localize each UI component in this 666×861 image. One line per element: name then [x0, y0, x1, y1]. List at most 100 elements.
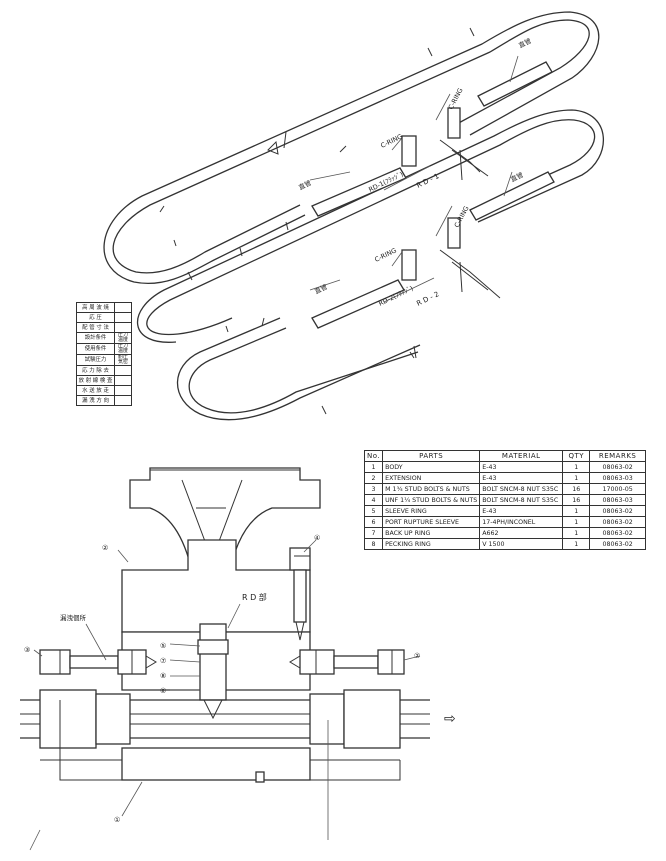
callout-5: ⑤: [160, 642, 166, 650]
legend-sub: [114, 302, 132, 313]
cell-remarks: 17000-05: [589, 483, 646, 495]
cell-no: 8: [363, 538, 384, 550]
cell-remarks: 08063-03: [589, 494, 646, 506]
legend-label: 応 力 除 去: [76, 365, 115, 376]
legend-row: 放 射 線 検 査: [76, 375, 132, 386]
callout-4: ④: [314, 534, 320, 542]
legend-sub-item: 圧力: [117, 343, 128, 349]
rd1-flange: [401, 107, 489, 181]
cell-material: A662: [479, 527, 564, 539]
cell-no: 6: [363, 516, 384, 528]
callout-8: ⑧: [160, 672, 166, 680]
label-c-ring-3: C-RING: [453, 205, 471, 229]
cell-qty: 1: [562, 516, 591, 528]
cell-material: BOLT SNCM-8 NUT S35C: [479, 483, 564, 495]
cell-qty: 16: [562, 483, 591, 495]
legend-sub-item: 気密: [117, 359, 128, 365]
legend-sub-item: 温度: [117, 348, 128, 354]
cell-material: BOLT SNCM-8 NUT S35C: [479, 494, 564, 506]
label-c-ring-4: C-RING: [373, 246, 397, 263]
cell-qty: 1: [562, 527, 591, 539]
label-straight-pipe-3: 直管: [509, 170, 525, 184]
label-straight-pipe-4: 直管: [313, 282, 329, 296]
legend-label: 試験圧力: [76, 354, 115, 366]
pipe-loop-outer-inner: [103, 11, 600, 285]
cell-part: BODY: [382, 461, 481, 473]
legend-label: 漏 洩 方 向: [76, 395, 115, 406]
cell-part: UNF 1¼ STUD BOLTS & NUTS: [382, 494, 481, 506]
cell-remarks: 08063-02: [589, 527, 646, 539]
cell-no: 2: [363, 472, 384, 484]
straight-pipe-block-2: [311, 171, 555, 329]
stud-bolt-right: [289, 649, 405, 675]
cell-remarks: 08063-03: [589, 472, 646, 484]
legend-row: 応 圧: [76, 312, 132, 323]
straight-pipe-block-1: [311, 61, 553, 217]
label-c-ring-2: C-RING: [379, 132, 403, 149]
cell-qty: 1: [562, 538, 591, 550]
cell-material: 17-4PH/INCONEL: [479, 516, 564, 528]
col-header-parts: PARTS: [382, 450, 481, 462]
cell-material: V 1500: [479, 538, 564, 550]
legend-sub: 圧力温度: [114, 343, 132, 355]
legend-row: 試験圧力耐圧気密: [76, 354, 132, 366]
cell-no: 3: [363, 483, 384, 495]
callout-7: ⑦: [160, 657, 166, 665]
legend-label: 設計条件: [76, 332, 115, 344]
sectional-view: R D 部 漏洩個所 ⇨ ① ② ③ ④ ⑤ ⑥ ⑦ ⑧ ②: [20, 467, 456, 851]
legend-row: 使用条件圧力温度: [76, 343, 132, 355]
cell-material: E-43: [479, 461, 564, 473]
legend-row: 水 送 放 走: [76, 385, 132, 396]
body-block: [121, 539, 311, 633]
cell-part: BACK UP RING: [382, 527, 481, 539]
legend-label: 配 管 寸 法: [76, 322, 115, 333]
stud-bolt-left: [39, 649, 157, 675]
col-header-remarks: REMARKS: [589, 450, 646, 462]
legend-label: 水 送 放 走: [76, 385, 115, 396]
label-straight-pipe-1: 直管: [517, 36, 533, 50]
callout-1: ①: [114, 816, 120, 824]
legend-sub: [114, 395, 132, 406]
legend-label: 高 周 波 焼: [76, 302, 115, 313]
stud-bolt-vertical: [289, 547, 311, 641]
legend-sub-item: 温度: [117, 337, 128, 343]
pipe-loop-lower-inner: [188, 327, 419, 414]
callout-6: ⑥: [160, 687, 166, 695]
cell-no: 5: [363, 505, 384, 517]
legend-sub-item: 圧力: [117, 332, 128, 338]
pipe-loop-middle-inner: [137, 109, 605, 343]
rd2-flange: [401, 217, 501, 299]
legend-row: 高 周 波 焼: [76, 302, 132, 313]
label-rd1: R D - 1: [415, 172, 440, 190]
cell-part: M 1¾ STUD BOLTS & NUTS: [382, 483, 481, 495]
cell-material: E-43: [479, 505, 564, 517]
legend-sub: [114, 365, 132, 376]
cell-material: E-43: [479, 472, 564, 484]
rd-sleeve: [199, 623, 227, 701]
cell-no: 1: [363, 461, 384, 473]
cell-part: PORT RUPTURE SLEEVE: [382, 516, 481, 528]
pipe-loop-lower: [177, 317, 421, 421]
legend-sub-item: 耐圧: [117, 354, 128, 360]
col-header-no: No.: [363, 450, 384, 462]
cell-part: EXTENSION: [382, 472, 481, 484]
legend-row: 応 力 除 去: [76, 365, 132, 376]
callout-3: ③: [24, 646, 30, 654]
cell-qty: 1: [562, 472, 591, 484]
cell-qty: 1: [562, 505, 591, 517]
cell-no: 4: [363, 494, 384, 506]
cell-no: 7: [363, 527, 384, 539]
legend-sub: 圧力温度: [114, 332, 132, 344]
legend-sub: 耐圧気密: [114, 354, 132, 366]
legend-sub: [114, 385, 132, 396]
legend-sub: [114, 375, 132, 386]
